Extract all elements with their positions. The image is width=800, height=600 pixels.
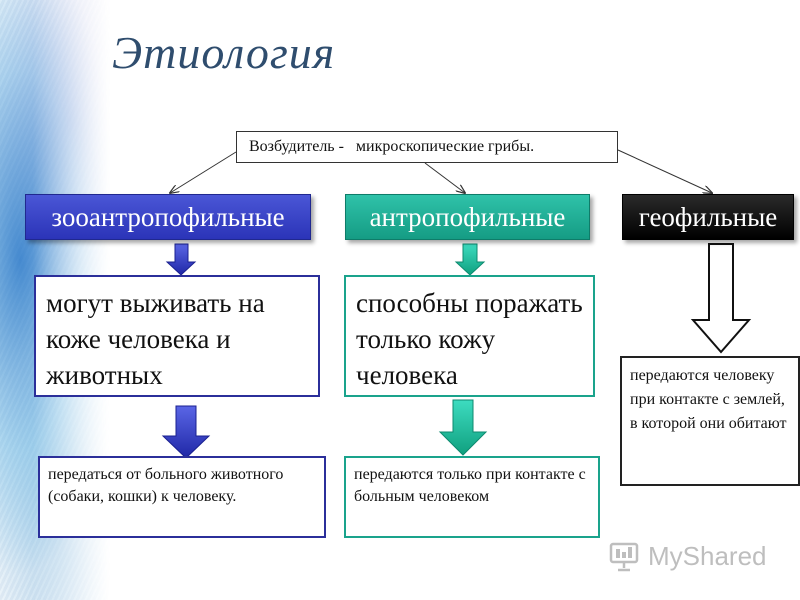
myshared-logo-icon [609,542,639,572]
down-arrow-anthro-2 [438,399,488,456]
category-anthropophilic: антропофильные [345,194,590,240]
anthro-description-box: способны поражать только кожу человека [344,275,595,397]
myshared-watermark: MyShared [608,536,767,576]
connector-to-zoo [170,151,237,193]
anthro-transmission-box: передаются только при контакте с больным… [344,456,600,538]
category-geophilic: геофильные [622,194,794,240]
down-arrow-zoo-1 [165,243,197,276]
zoo-transmission-box: передаться от больного животного (собаки… [38,456,326,538]
geo-transmission-box: передаются человеку при контакте с земле… [620,356,800,486]
slide-title: Этиология [112,27,336,78]
connector-to-geo [617,149,712,193]
down-arrow-anthro-1 [454,243,486,276]
down-arrow-zoo-2 [161,405,211,459]
watermark-text: MyShared [648,540,767,571]
zoo-description-box: могут выживать на коже человека и животн… [34,275,320,397]
connector-to-anthro [424,162,465,193]
down-arrow-geo [690,243,752,354]
category-zooanthropophilic: зооантропофильные [25,194,311,240]
pathogen-box: Возбудитель - микроскопические грибы. [236,131,618,163]
